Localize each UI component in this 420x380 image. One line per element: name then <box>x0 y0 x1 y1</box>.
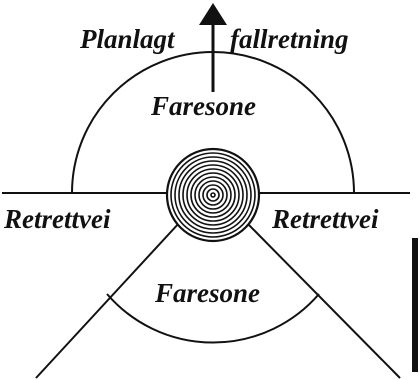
label-planned-fall-direction-right: fallretning <box>230 24 349 54</box>
stump-ring <box>198 180 228 210</box>
stump-ring <box>170 152 256 238</box>
stump-ring <box>194 176 232 214</box>
stump-ring <box>182 164 244 226</box>
retreat-line-left <box>35 221 181 379</box>
label-retreat-left: Retrettvei <box>3 204 111 234</box>
upper-danger-zone-arc <box>71 51 355 194</box>
stump-ring <box>174 156 252 234</box>
retreat-line-right <box>245 221 401 379</box>
stump-ring <box>190 172 236 218</box>
stump-ring <box>210 192 216 198</box>
stump-ring <box>165 147 261 243</box>
fall-direction-arrowhead-icon <box>199 3 227 25</box>
label-retreat-right: Retrettvei <box>271 204 379 234</box>
stump-ring <box>178 160 248 230</box>
label-lower-danger-zone: Faresone <box>154 278 260 308</box>
label-upper-danger-zone: Faresone <box>150 91 256 121</box>
stump-ring <box>206 188 220 202</box>
lower-danger-zone-arc <box>106 293 320 344</box>
tree-stump-icon <box>165 147 261 243</box>
stump-ring <box>186 168 240 222</box>
label-planned-fall-direction-left: Planlagt <box>79 24 176 54</box>
stump-ring <box>202 184 224 206</box>
